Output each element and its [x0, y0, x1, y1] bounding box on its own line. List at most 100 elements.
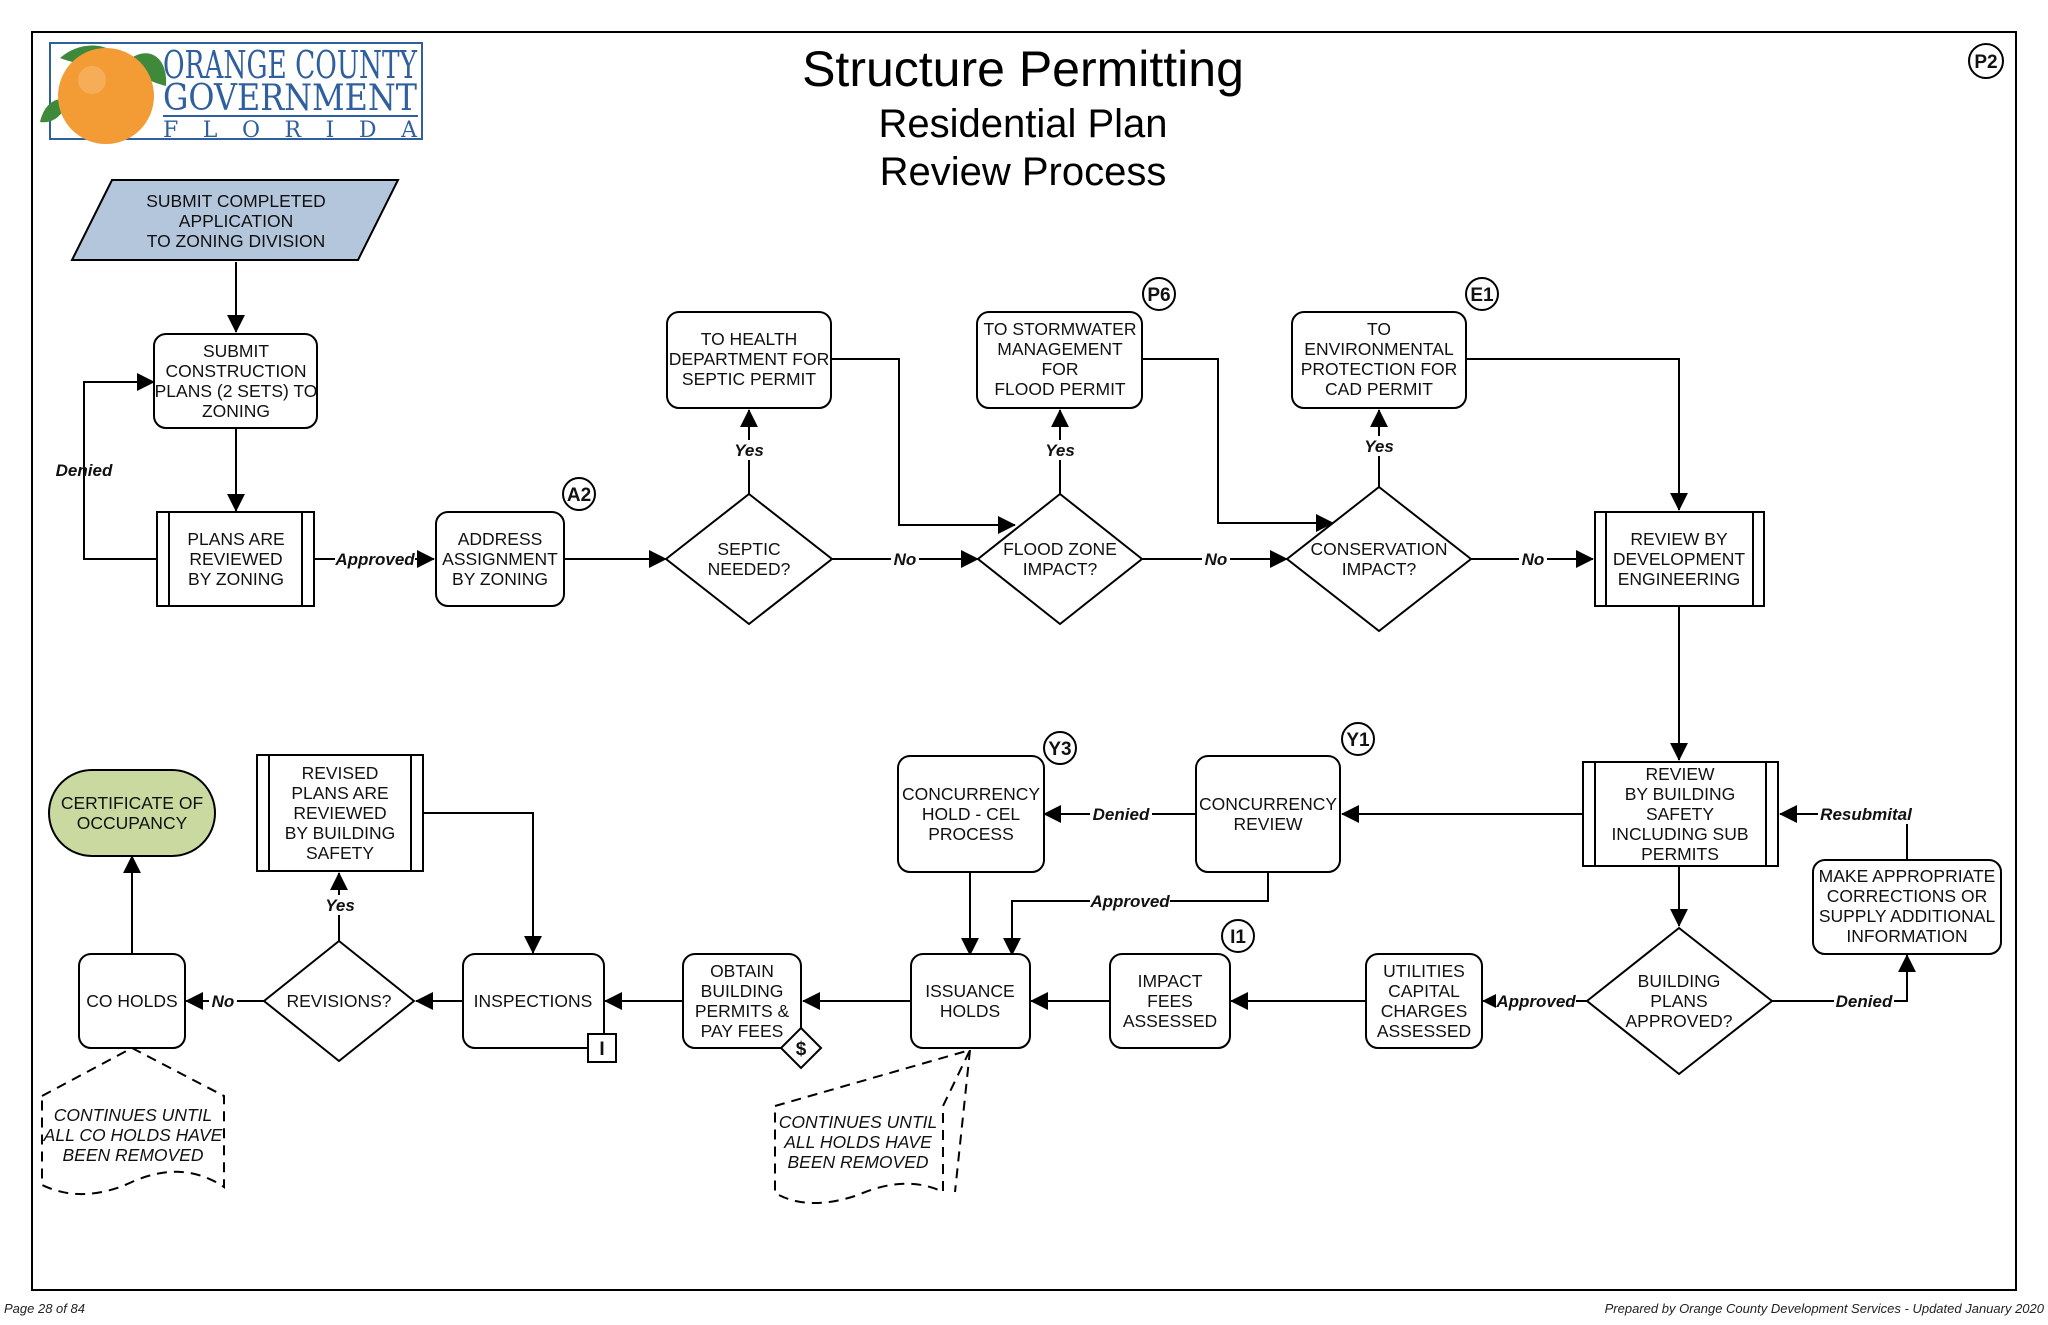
- edge-labels: Denied Approved Yes No Yes No Yes No Den…: [56, 436, 1914, 1011]
- label-line: TO: [1367, 319, 1391, 339]
- label-no-septic: No: [894, 550, 917, 569]
- label-line: CORRECTIONS OR: [1827, 886, 1987, 906]
- label-line: CONTINUES UNTIL: [54, 1105, 212, 1125]
- label-line: ALL HOLDS HAVE: [783, 1132, 932, 1152]
- logo-line-3: F L O R I D A: [163, 118, 418, 143]
- shape-submit-application: [70, 179, 400, 261]
- shape-review-building-safety: [1582, 761, 1779, 867]
- shape-concurrency-review: [1195, 755, 1341, 873]
- footer-prepared-by: Prepared by Orange County Development Se…: [1605, 1301, 2045, 1316]
- shape-concurrency-hold: [897, 755, 1045, 873]
- label-line: FLOOD ZONE: [1003, 539, 1117, 559]
- logo-line-1: ORANGE COUNTY: [163, 43, 418, 87]
- label-line: ADDRESS: [458, 529, 543, 549]
- footer-page-number: Page 28 of 84: [4, 1301, 85, 1316]
- shape-revisions: [262, 939, 416, 1063]
- label-no-flood: No: [1205, 550, 1228, 569]
- label-line: SUBMIT: [203, 341, 269, 361]
- label-line: BY BUILDING: [285, 823, 396, 843]
- svg-text:$: $: [796, 1039, 807, 1060]
- label-line: HOLDS: [940, 1001, 1000, 1021]
- callouts: [41, 1046, 972, 1204]
- label-line: REVIEW: [1233, 814, 1303, 834]
- label-line: SUBMIT COMPLETED: [146, 191, 326, 211]
- ref-y3-label: Y3: [1048, 739, 1071, 760]
- label-line: MAKE APPROPRIATE: [1819, 866, 1996, 886]
- node-revisions-text: REVISIONS?: [286, 991, 391, 1011]
- label-line: REVISIONS?: [286, 991, 391, 1011]
- ref-e1: [1465, 277, 1499, 311]
- label-line: FEES: [1147, 991, 1193, 1011]
- label-line: OCCUPANCY: [77, 813, 188, 833]
- label-line: SAFETY: [1646, 804, 1714, 824]
- label-resubmital: Resubmital: [1820, 805, 1913, 824]
- logo-line-2: GOVERNMENT: [163, 78, 417, 119]
- edge-storm-to-conservation: [1142, 358, 1334, 532]
- label-line: PAY FEES: [701, 1021, 784, 1041]
- label-no-revisions: No: [212, 992, 235, 1011]
- shape-issuance-holds: [910, 953, 1031, 1049]
- label-line: ASSESSED: [1123, 1011, 1217, 1031]
- shape-stormwater: [976, 311, 1143, 409]
- label-line: BUILDING: [1638, 971, 1721, 991]
- label-line: ASSESSED: [1377, 1021, 1471, 1041]
- page-title: Structure Permitting: [802, 41, 1244, 97]
- label-line: PLANS (2 SETS) TO: [155, 381, 318, 401]
- ref-y1-label: Y1: [1346, 730, 1370, 751]
- label-line: BEEN REMOVED: [788, 1152, 929, 1172]
- ref-y3: [1043, 731, 1077, 765]
- edge-plans-denied: [1772, 954, 1916, 1002]
- label-line: BEEN REMOVED: [63, 1145, 204, 1165]
- ref-circles: [562, 277, 1499, 953]
- label-line: CONTINUES UNTIL: [779, 1112, 937, 1132]
- page-subtitle-2: Review Process: [880, 150, 1167, 194]
- svg-text:P2: P2: [1974, 52, 1997, 73]
- label-line: REVISED: [302, 763, 379, 783]
- shape-review-dev-engineering: [1594, 511, 1765, 607]
- label-line: APPROVED?: [1626, 1011, 1733, 1031]
- label-denied-concurrency: Denied: [1093, 805, 1150, 824]
- label-line: TO ZONING DIVISION: [147, 231, 326, 251]
- shape-plans-reviewed-zoning: [156, 511, 315, 607]
- label-line: CERTIFICATE OF: [61, 793, 203, 813]
- label-line: REVIEW: [1645, 764, 1715, 784]
- ref-i1-label: I1: [1230, 927, 1246, 948]
- shape-health-department: [666, 311, 832, 409]
- edge-denied-loop: [83, 373, 157, 560]
- label-line: DEPARTMENT FOR: [669, 349, 829, 369]
- shape-obtain-permits: [682, 953, 802, 1049]
- shape-address-assignment: [435, 511, 565, 607]
- shape-building-plans-approved: [1585, 926, 1774, 1076]
- shape-environmental: [1291, 311, 1467, 409]
- shape-submit-plans: [153, 333, 318, 429]
- co-holds-note-callout: [41, 1046, 225, 1195]
- label-line: CONCURRENCY: [1199, 794, 1337, 814]
- label-line: INCLUDING SUB: [1611, 824, 1748, 844]
- label-line: IMPACT?: [1023, 559, 1098, 579]
- label-line: CONCURRENCY: [902, 784, 1040, 804]
- edge-health-to-flood: [831, 358, 1016, 534]
- label-line: TO STORMWATER: [984, 319, 1137, 339]
- label-line: PERMITS: [1641, 844, 1719, 864]
- ref-e1-label: E1: [1470, 285, 1494, 306]
- label-line: BY ZONING: [188, 569, 284, 589]
- label-line: NEEDED?: [708, 559, 791, 579]
- orange-icon: [58, 48, 154, 144]
- label-line: ENGINEERING: [1618, 569, 1741, 589]
- label-line: FLOOD PERMIT: [994, 379, 1126, 399]
